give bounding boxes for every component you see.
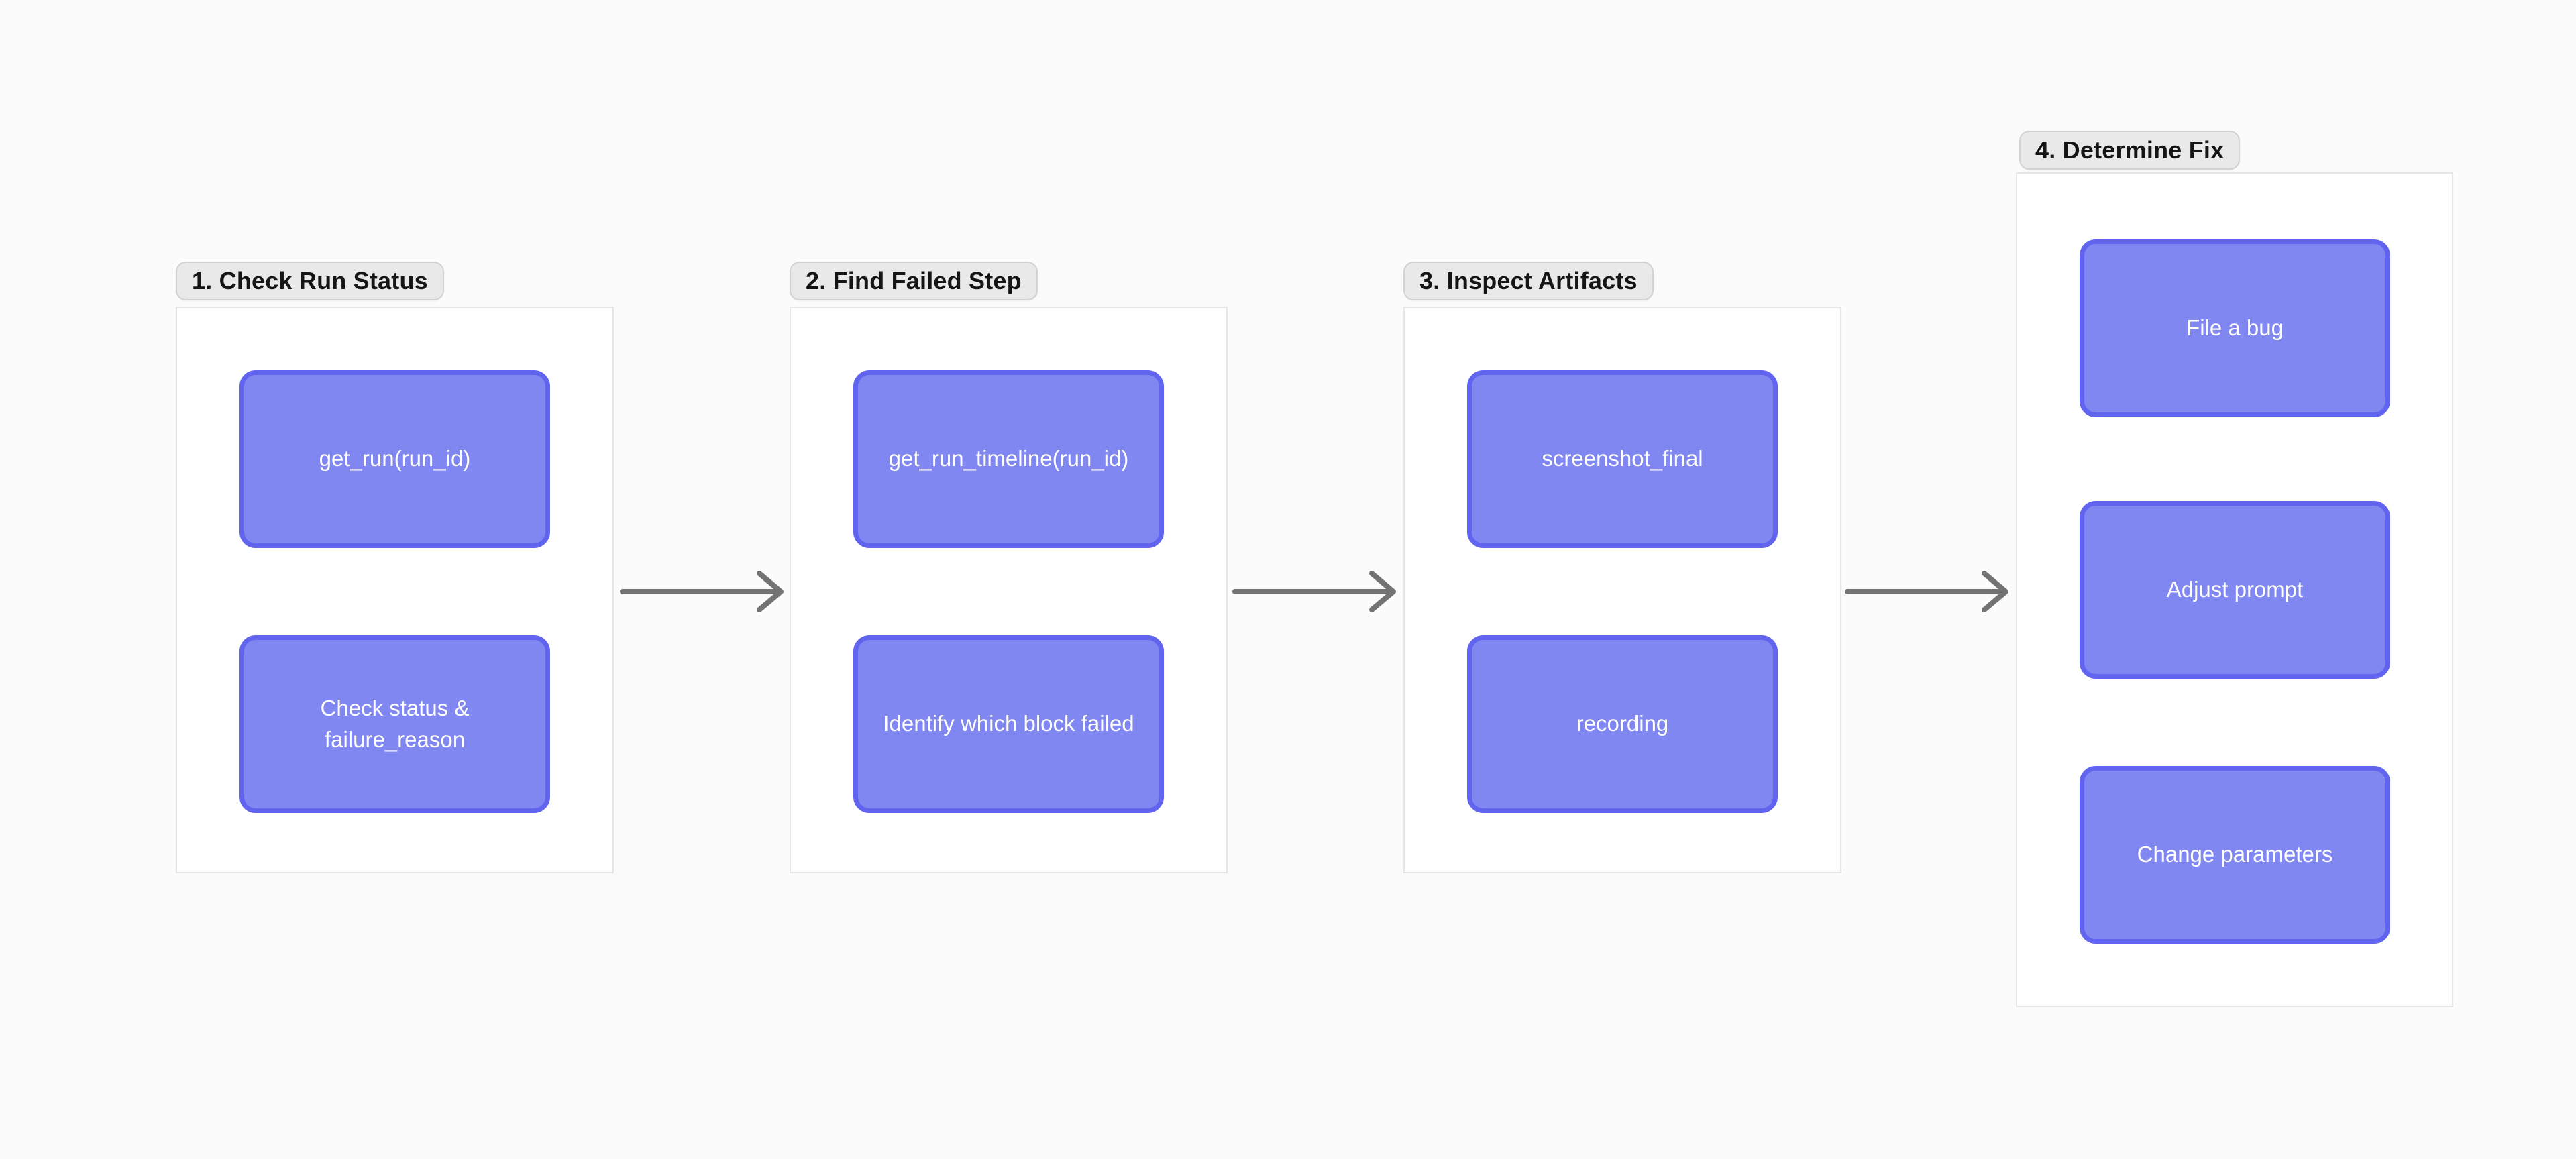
group-frame-inspect-artifacts[interactable]: screenshot_final recording <box>1403 307 1841 873</box>
flow-node-get-run-timeline[interactable]: get_run_timeline(run_id) <box>853 370 1164 548</box>
flow-node-identify-block[interactable]: Identify which block failed <box>853 635 1164 813</box>
arrow-right-icon[interactable] <box>1231 563 1399 620</box>
flow-node-change-parameters[interactable]: Change parameters <box>2080 766 2390 944</box>
flow-node-file-a-bug[interactable]: File a bug <box>2080 239 2390 417</box>
flow-node-adjust-prompt[interactable]: Adjust prompt <box>2080 501 2390 679</box>
group-frame-find-failed-step[interactable]: get_run_timeline(run_id) Identify which … <box>790 307 1228 873</box>
group-frame-check-run-status[interactable]: get_run(run_id) Check status & failure_r… <box>176 307 614 873</box>
group-label-find-failed-step[interactable]: 2. Find Failed Step <box>790 262 1038 300</box>
flow-node-screenshot-final[interactable]: screenshot_final <box>1467 370 1778 548</box>
group-label-inspect-artifacts[interactable]: 3. Inspect Artifacts <box>1403 262 1654 300</box>
flow-node-recording[interactable]: recording <box>1467 635 1778 813</box>
flow-node-check-status[interactable]: Check status & failure_reason <box>239 635 550 813</box>
group-label-determine-fix[interactable]: 4. Determine Fix <box>2019 131 2241 170</box>
arrow-right-icon[interactable] <box>619 563 786 620</box>
group-label-check-run-status[interactable]: 1. Check Run Status <box>176 262 444 300</box>
arrow-right-icon[interactable] <box>1843 563 2011 620</box>
group-frame-determine-fix[interactable]: File a bug Adjust prompt Change paramete… <box>2016 172 2453 1007</box>
flow-node-get-run[interactable]: get_run(run_id) <box>239 370 550 548</box>
